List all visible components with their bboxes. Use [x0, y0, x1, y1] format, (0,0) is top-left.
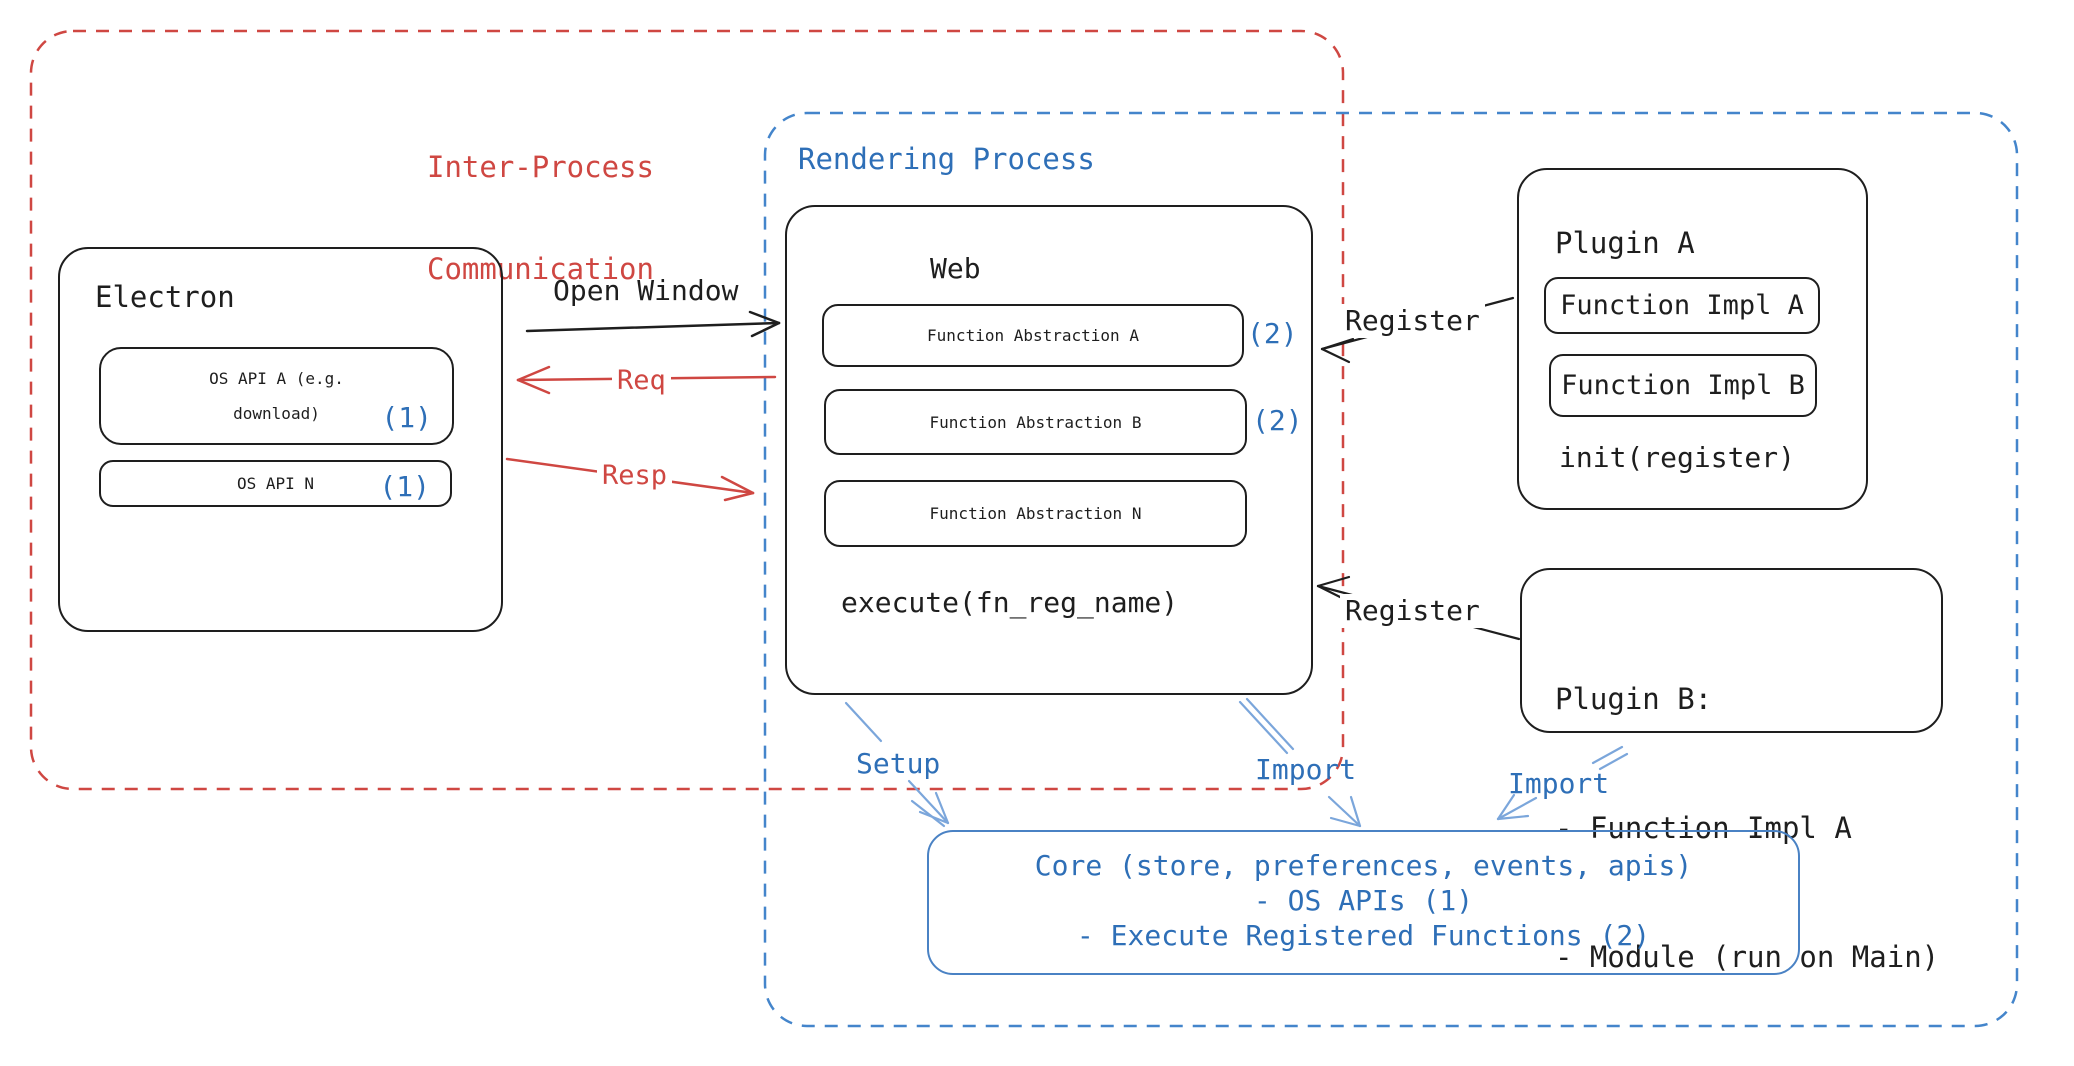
function-abstraction-a-badge: (2) [1247, 317, 1298, 350]
rendering-process-dashed-boundary [763, 111, 2019, 1028]
core-text: Core (store, preferences, events, apis) … [929, 832, 1798, 953]
init-register-text: init(register) [1559, 441, 1796, 474]
electron-title: Electron [95, 280, 235, 314]
core-line3: - Execute Registered Functions (2) [1076, 919, 1651, 952]
plugin-b-text: Plugin B: - Function Impl A - Module (ru… [1555, 592, 1939, 1065]
os-api-a-text: OS API A (e.g. download) [101, 349, 452, 443]
ipc-label: Inter-Process Communication [427, 82, 654, 354]
plugin-b-line2: - Function Impl A [1555, 811, 1852, 845]
import-plugin-b-label: Import [1508, 767, 1610, 800]
plugin-a-title: Plugin A [1555, 226, 1695, 260]
function-abstraction-b-text: Function Abstraction B [929, 412, 1142, 432]
core-line1: Core (store, preferences, events, apis) [1034, 849, 1693, 882]
os-api-a-badge: (1) [381, 401, 432, 434]
function-abstraction-b-box: Function Abstraction B [824, 389, 1247, 455]
ipc-dashed-boundary [29, 29, 1345, 791]
plugin-b-line1: Plugin B: [1555, 682, 1713, 716]
web-title: Web [930, 252, 981, 285]
plugin-b-box: Plugin B: - Function Impl A - Module (ru… [1520, 568, 1943, 974]
import-web-label: Import [1255, 753, 1357, 786]
ipc-label-line2: Communication [427, 252, 654, 286]
function-impl-a-text: Function Impl A [1560, 290, 1804, 321]
register-a-label: Register [1340, 304, 1485, 338]
resp-label: Resp [597, 460, 673, 493]
function-abstraction-n-text: Function Abstraction N [929, 504, 1142, 523]
plugin-b-line3: - Module (run on Main) [1555, 940, 1940, 974]
function-abstraction-n-box: Function Abstraction N [824, 480, 1247, 547]
import-plugin-b-arrow [1496, 745, 1629, 821]
req-label: Req [612, 365, 671, 398]
electron-box: Electron OS API A (e.g. download) (1) OS… [58, 247, 503, 632]
register-b-label: Register [1340, 594, 1485, 628]
function-impl-b-text: Function Impl B [1561, 370, 1805, 401]
os-api-a-line1: OS API A (e.g. [209, 369, 344, 388]
core-box: Core (store, preferences, events, apis) … [927, 830, 1800, 975]
function-abstraction-a-text: Function Abstraction A [927, 326, 1139, 345]
plugin-a-box: Plugin A Function Impl A Function Impl B… [1517, 168, 1868, 510]
execute-text: execute(fn_reg_name) [841, 586, 1179, 619]
os-api-n-badge: (1) [379, 470, 430, 503]
function-abstraction-a-box: Function Abstraction A [822, 304, 1244, 367]
rendering-process-label: Rendering Process [798, 142, 1095, 176]
open-window-label: Open Window [553, 274, 739, 307]
os-api-n-text: OS API N [236, 474, 315, 493]
open-window-arrow [525, 310, 781, 338]
core-line2: - OS APIs (1) [1253, 884, 1474, 917]
ipc-label-line1: Inter-Process [427, 150, 654, 184]
os-api-a-line2: download) [233, 404, 320, 423]
os-api-a-box: OS API A (e.g. download) (1) [99, 347, 454, 445]
web-box: Web Function Abstraction A Function Abst… [785, 205, 1313, 695]
function-abstraction-b-badge: (2) [1252, 404, 1303, 437]
os-api-n-box: OS API N (1) [99, 460, 452, 507]
function-impl-a-box: Function Impl A [1544, 277, 1820, 334]
function-impl-b-box: Function Impl B [1549, 354, 1817, 417]
setup-label: Setup [856, 747, 941, 780]
import-web-arrow [1238, 697, 1362, 828]
setup-arrow [844, 701, 950, 828]
